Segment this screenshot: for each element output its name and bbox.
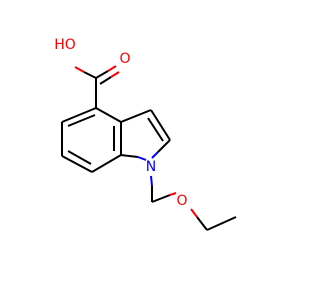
bond-c7a-c7	[91, 154, 122, 173]
bond-carbonyl-outer-c	[95, 70, 109, 79]
bond-carbonyl-inner-c	[99, 76, 112, 85]
bond-c7-c6-inner	[67, 150, 92, 165]
bond-c3-c2	[150, 109, 171, 141]
bond-n1-ch2-n-part	[150, 175, 153, 187]
bond-ch2-o-o	[169, 192, 177, 196]
bond-o-ch2-o	[190, 208, 198, 218]
ether-oxygen-label: O	[176, 193, 187, 209]
bond-n1-c7a-n-part	[137, 156, 147, 161]
bond-c4-c3a	[95, 107, 122, 123]
bond-n1-c7a	[120, 154, 139, 158]
carbonyl-oxygen-label: O	[119, 51, 130, 67]
bond-ch2-ch3	[206, 216, 237, 231]
bond-o-ch2-c	[196, 216, 208, 231]
bond-ch2-o-c	[151, 194, 171, 203]
structure-diagram: HO O N O	[0, 0, 300, 300]
hydroxyl-label: HO	[54, 37, 76, 53]
bond-c2-n1	[157, 139, 171, 153]
bond-carbonyl-outer-o	[107, 65, 117, 72]
bond-n1-c2-n-part	[151, 151, 159, 159]
bond-c3a-c3	[120, 109, 152, 123]
benzene-ring	[61, 107, 122, 173]
bond-carboxyl-oh-c	[83, 71, 97, 79]
bond-carbonyl-inner-o	[110, 71, 120, 78]
bond-carboxyl-oh-o	[74, 66, 85, 73]
bond-c5-c4-inner	[67, 114, 96, 127]
bond-c3-c2-inner	[147, 117, 164, 142]
background	[0, 0, 300, 300]
bond-c7-c6	[61, 155, 93, 173]
ring-nitrogen-label: N	[146, 159, 156, 175]
carboxylic-acid-group	[74, 65, 120, 108]
bond-c5-c4	[61, 107, 97, 123]
ethoxymethyl-chain	[150, 175, 237, 231]
pyrrole-ring	[120, 109, 171, 161]
